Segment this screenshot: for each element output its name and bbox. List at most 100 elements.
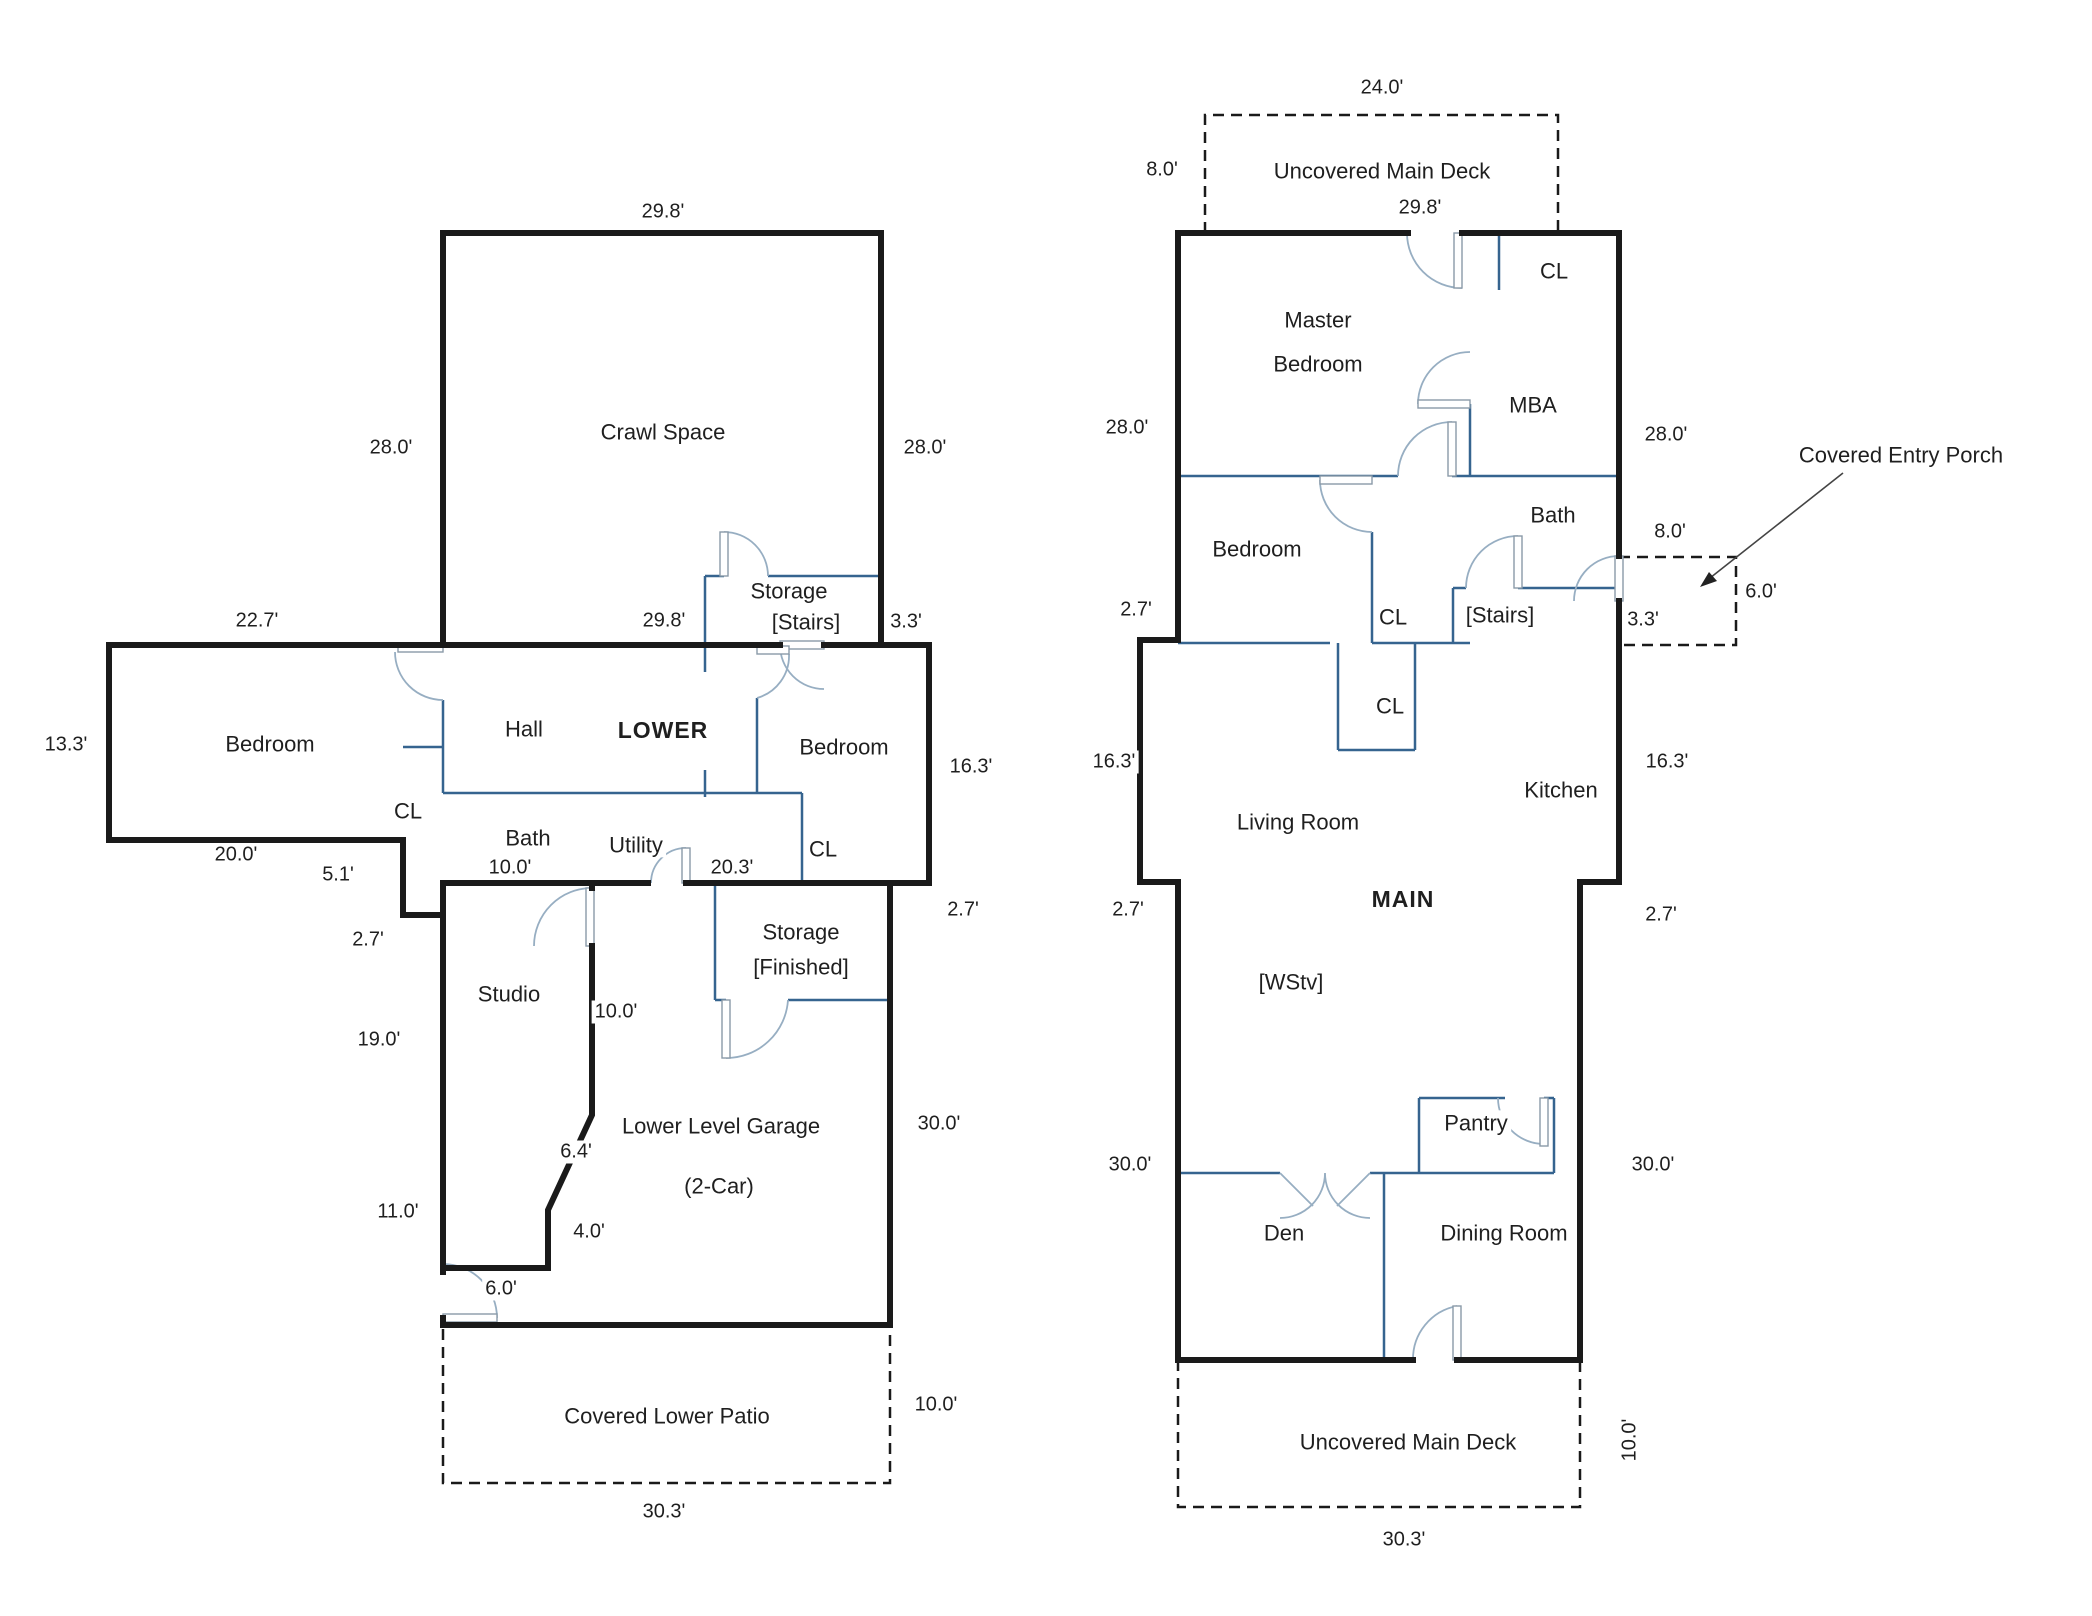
dim-porch-6: 6.0' (1742, 580, 1780, 604)
dim-studio-door: 10.0' (591, 1000, 641, 1024)
room-label-east-bedroom: Bedroom (796, 734, 892, 760)
dim-main-right-28: 28.0' (1641, 423, 1691, 447)
room-label-garage-2: (2-Car) (681, 1173, 757, 1199)
dim-3-3-lower: 3.3' (887, 610, 925, 634)
crawl-space-walls (440, 230, 884, 648)
exterior-walls (106, 230, 1622, 1363)
dim-main-left-28: 28.0' (1102, 416, 1152, 440)
west-bedroom-door-arc (394, 651, 444, 701)
door-leaves (397, 232, 1624, 1361)
dim-diagonal-6-4: 6.4' (557, 1140, 595, 1164)
dim-garage-right-30: 30.0' (914, 1112, 964, 1136)
dim-wing-bottom: 20.0' (211, 843, 261, 867)
east-bedroom-door-arc (756, 653, 790, 699)
dim-deck-bottom-30-3: 30.3' (1379, 1528, 1429, 1552)
dim-right-lower-2-7: 2.7' (1642, 903, 1680, 927)
dim-left-jog-2-7: 2.7' (1117, 598, 1155, 622)
den-double-door-leaves (1279, 1172, 1371, 1207)
room-label-storage-finished-1: Storage (759, 919, 843, 945)
room-label-pantry: Pantry (1441, 1110, 1511, 1136)
main-bath-door-arc (1465, 535, 1519, 589)
room-label-storage-finished-2: [Finished] (750, 954, 852, 980)
room-label-main-closet-a: CL (1375, 604, 1411, 630)
den-double-door-arcs (1279, 1172, 1371, 1219)
outdoor-dashed-outlines (441, 113, 1738, 1509)
room-label-hall: Hall (502, 716, 546, 742)
dim-step-5-1: 5.1' (319, 863, 357, 887)
dim-deck-left-8: 8.0' (1143, 158, 1181, 182)
dim-porch-8: 8.0' (1651, 520, 1689, 544)
dim-garage-door-11: 11.0' (374, 1200, 422, 1224)
dim-6-0: 6.0' (482, 1277, 520, 1301)
room-label-living-room: Living Room (1233, 809, 1363, 835)
dim-left-lower-2-7: 2.7' (1109, 898, 1147, 922)
room-label-utility: Utility (606, 832, 666, 858)
floor-title-main: MAIN (1368, 885, 1438, 913)
dining-deck-door-arc (1412, 1305, 1458, 1361)
room-label-main-stairs: [Stairs] (1462, 602, 1538, 628)
west-wing-walls (106, 642, 446, 918)
storage-finished-door-arc (725, 999, 789, 1059)
room-label-garage-1: Lower Level Garage (618, 1113, 824, 1139)
dim-4-0: 4.0' (570, 1220, 608, 1244)
upper-deck-outline (1203, 113, 1560, 233)
crawl-storage-door-arc (723, 531, 769, 577)
dim-porch-3-3: 3.3' (1624, 608, 1662, 632)
dim-deck-right-10-rotated: 10.0' (1618, 1415, 1642, 1465)
room-label-main-bath: Bath (1527, 502, 1579, 528)
deck-door-arc (1406, 232, 1463, 289)
dim-step-2-7: 2.7' (349, 928, 387, 952)
room-label-storage-stairs: Storage (747, 578, 831, 604)
room-label-stairs: [Stairs] (768, 609, 844, 635)
dim-dining-right-30: 30.0' (1628, 1153, 1678, 1177)
dim-living-left-16-3: 16.3' (1089, 750, 1139, 774)
room-label-main-bedroom: Bedroom (1209, 536, 1305, 562)
pantry-door-arc (1497, 1097, 1545, 1145)
annotation-wstv: [WStv] (1255, 969, 1327, 995)
main-right-lower-wall (1577, 879, 1622, 1363)
entry-porch-pointer (1700, 472, 1844, 587)
room-label-west-bedroom: Bedroom (222, 731, 318, 757)
callout-covered-entry-porch: Covered Entry Porch (1795, 442, 2007, 468)
lower-deck-outline (1176, 1360, 1582, 1509)
porch-door-arc (1573, 555, 1620, 602)
room-label-bath-lower: Bath (502, 825, 554, 851)
dim-wing-top: 22.7' (232, 609, 282, 633)
entry-porch-outline (1619, 555, 1738, 647)
dim-crawl-right: 28.0' (900, 436, 950, 460)
room-label-lower-deck: Uncovered Main Deck (1296, 1429, 1520, 1455)
dim-east-bedroom: 16.3' (946, 755, 996, 779)
dim-kitchen-right-16-3: 16.3' (1642, 750, 1692, 774)
dim-patio-bottom: 30.3' (639, 1500, 689, 1524)
room-label-covered-patio: Covered Lower Patio (561, 1403, 773, 1429)
dim-patio-right: 10.0' (911, 1393, 961, 1417)
interior-walls (403, 233, 1619, 1360)
room-label-mba: MBA (1506, 392, 1560, 418)
room-label-master-1: Master (1281, 307, 1355, 333)
dim-band-top: 29.8' (639, 609, 689, 633)
master-door-arc (1397, 421, 1453, 477)
room-label-main-closet-b: CL (1372, 693, 1408, 719)
dim-crawl-left: 28.0' (366, 436, 416, 460)
studio-door-arc (533, 887, 593, 947)
dim-wing-left: 13.3' (41, 733, 91, 757)
room-label-crawl-space: Crawl Space (597, 419, 729, 445)
dim-bath-width: 10.0' (485, 856, 535, 880)
room-label-wing-closet: CL (390, 798, 426, 824)
dim-deck-top-24: 24.0' (1357, 76, 1407, 100)
utility-door-arc (650, 847, 687, 884)
main-left-wall (1137, 230, 1181, 1363)
dim-crawl-top: 29.8' (638, 200, 688, 224)
studio-walls (440, 880, 595, 1271)
room-label-master-closet: CL (1536, 258, 1572, 284)
room-label-dining-room: Dining Room (1437, 1220, 1571, 1246)
room-label-upper-deck: Uncovered Main Deck (1270, 158, 1494, 184)
arrowhead (1700, 572, 1717, 587)
mba-door-arc (1417, 351, 1471, 405)
covered-lower-patio-outline (441, 1329, 892, 1485)
room-label-east-closet: CL (805, 836, 841, 862)
dim-hall-width: 20.3' (707, 856, 757, 880)
main-bedroom-door-arc (1319, 479, 1373, 533)
